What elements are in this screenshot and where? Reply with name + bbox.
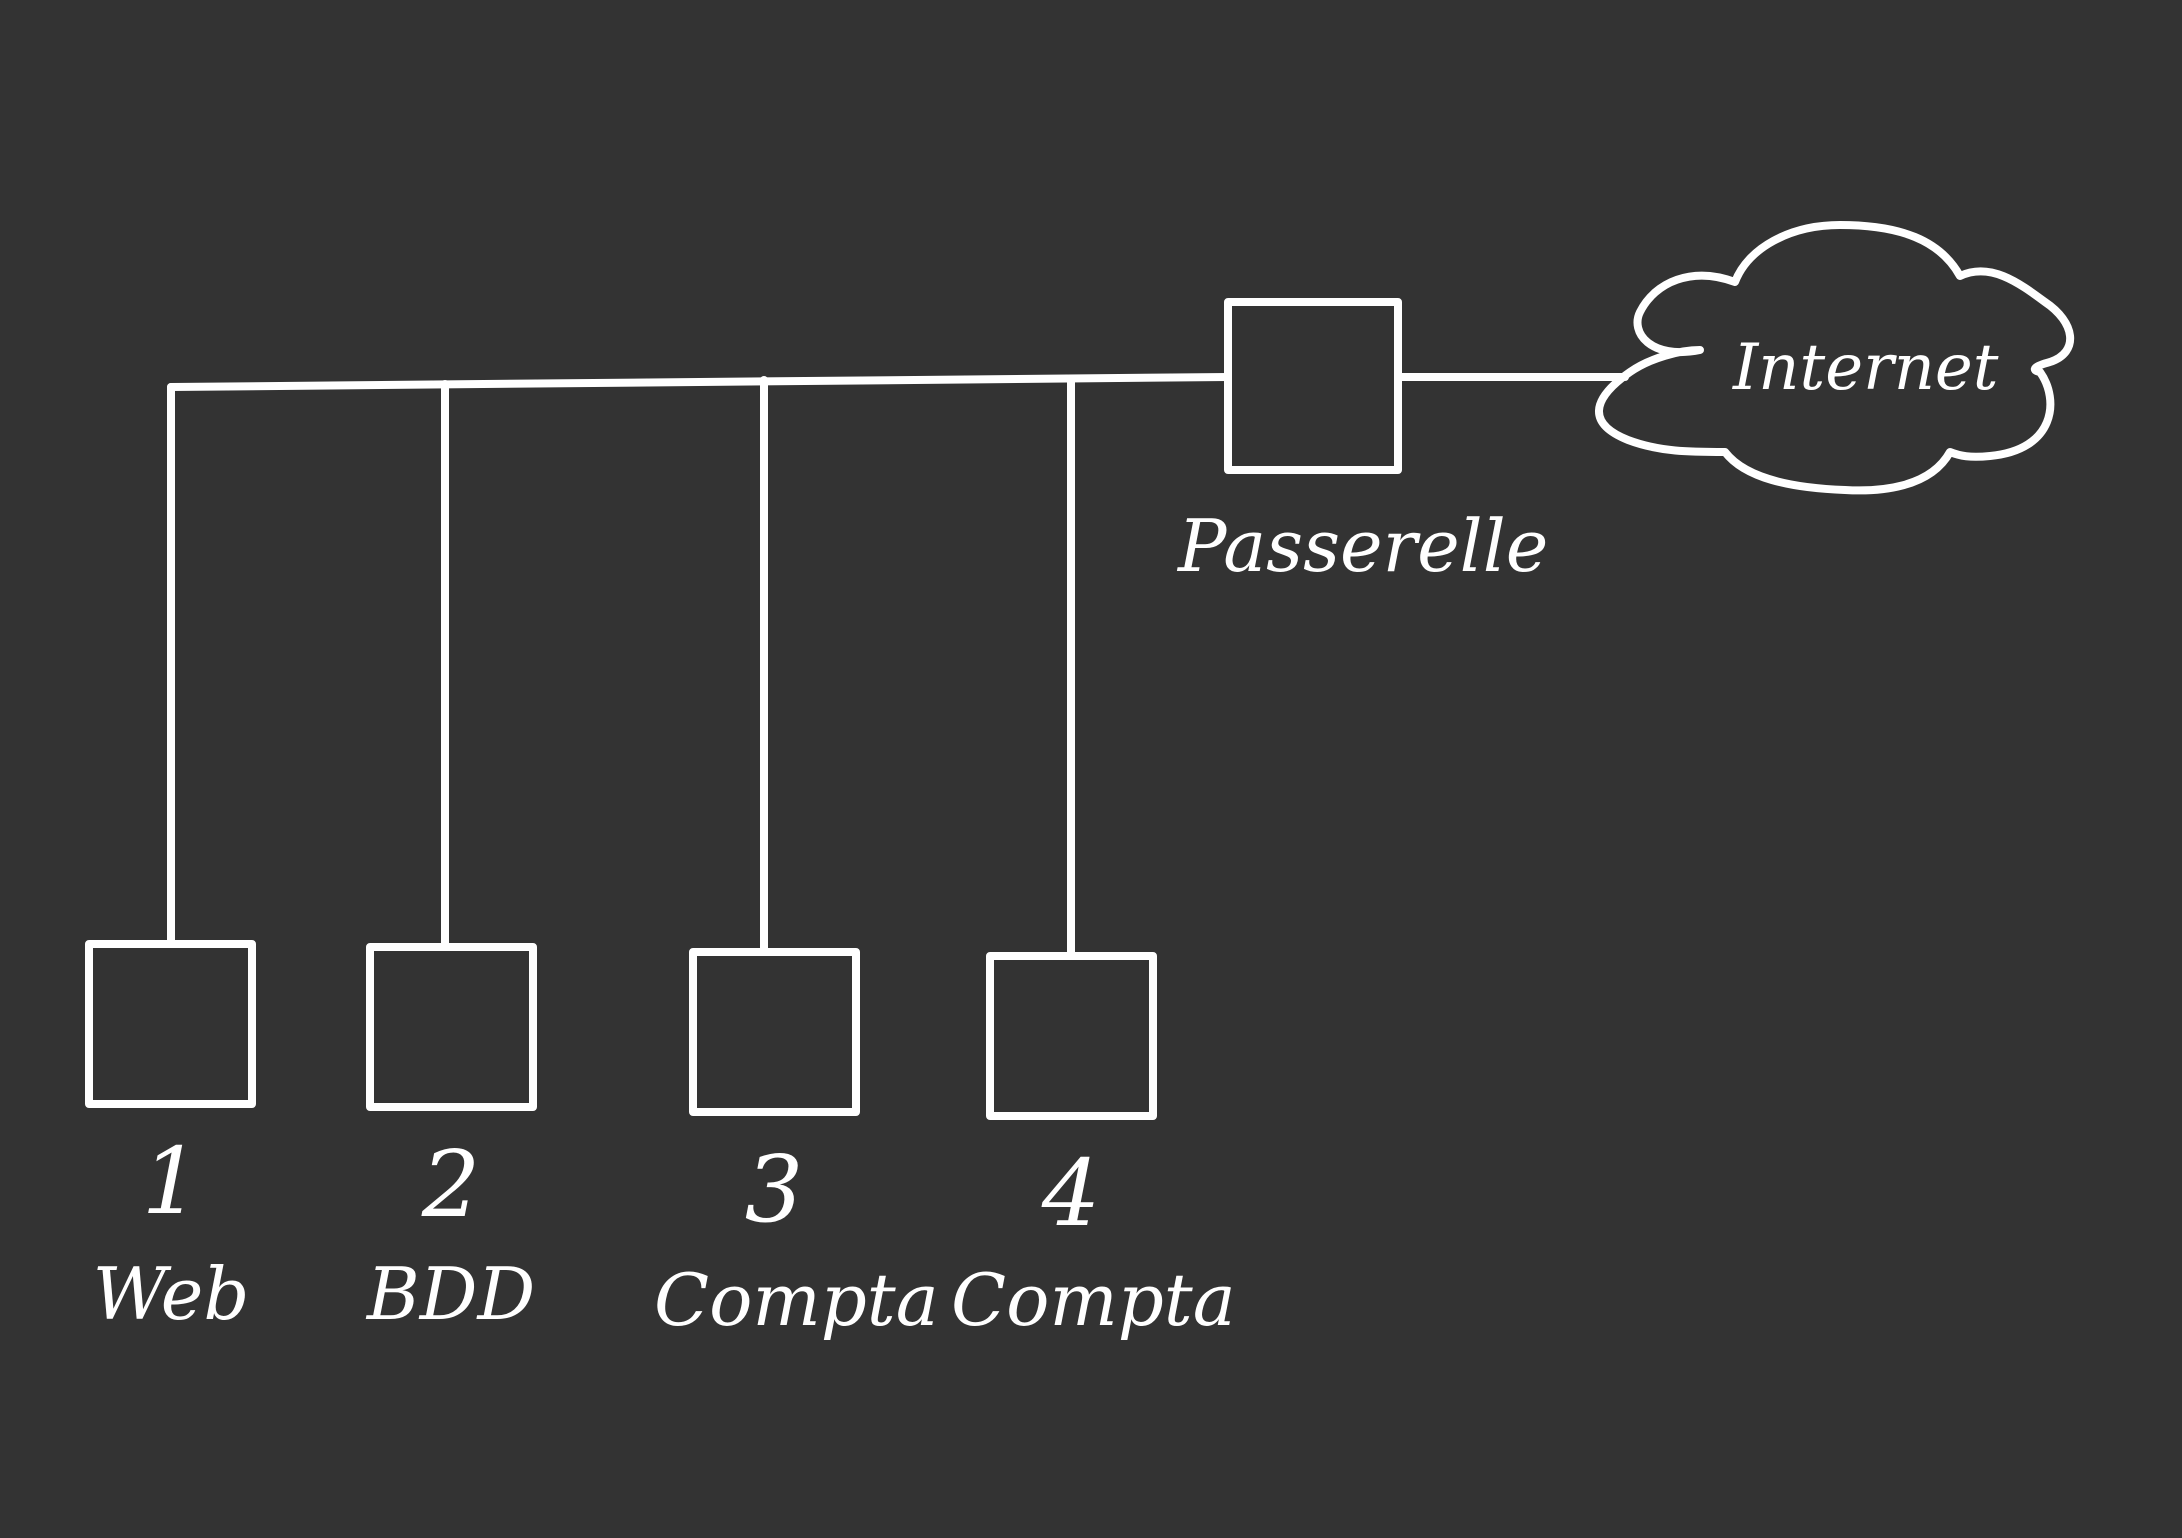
host-name-3: Compta [654, 1258, 939, 1342]
host-box-2 [366, 943, 537, 1111]
gateway-label: Passerelle [1178, 504, 1549, 588]
host-number-3: 3 [744, 1136, 804, 1243]
internet-cloud [1595, 221, 2074, 495]
host-name-2: BDD [366, 1252, 536, 1336]
host-box-3 [689, 948, 860, 1116]
gateway-box [1224, 298, 1402, 474]
host-number-2: 2 [421, 1131, 481, 1238]
host-box-1 [85, 940, 256, 1108]
host-box-4 [986, 952, 1157, 1120]
network-bus-line [167, 373, 1232, 391]
host-number-4: 4 [1041, 1140, 1101, 1247]
host-name-4: Compta [951, 1258, 1236, 1342]
host-name-1: Web [92, 1252, 250, 1336]
host-number-1: 1 [141, 1128, 201, 1235]
internet-label: Internet [1733, 331, 1999, 405]
